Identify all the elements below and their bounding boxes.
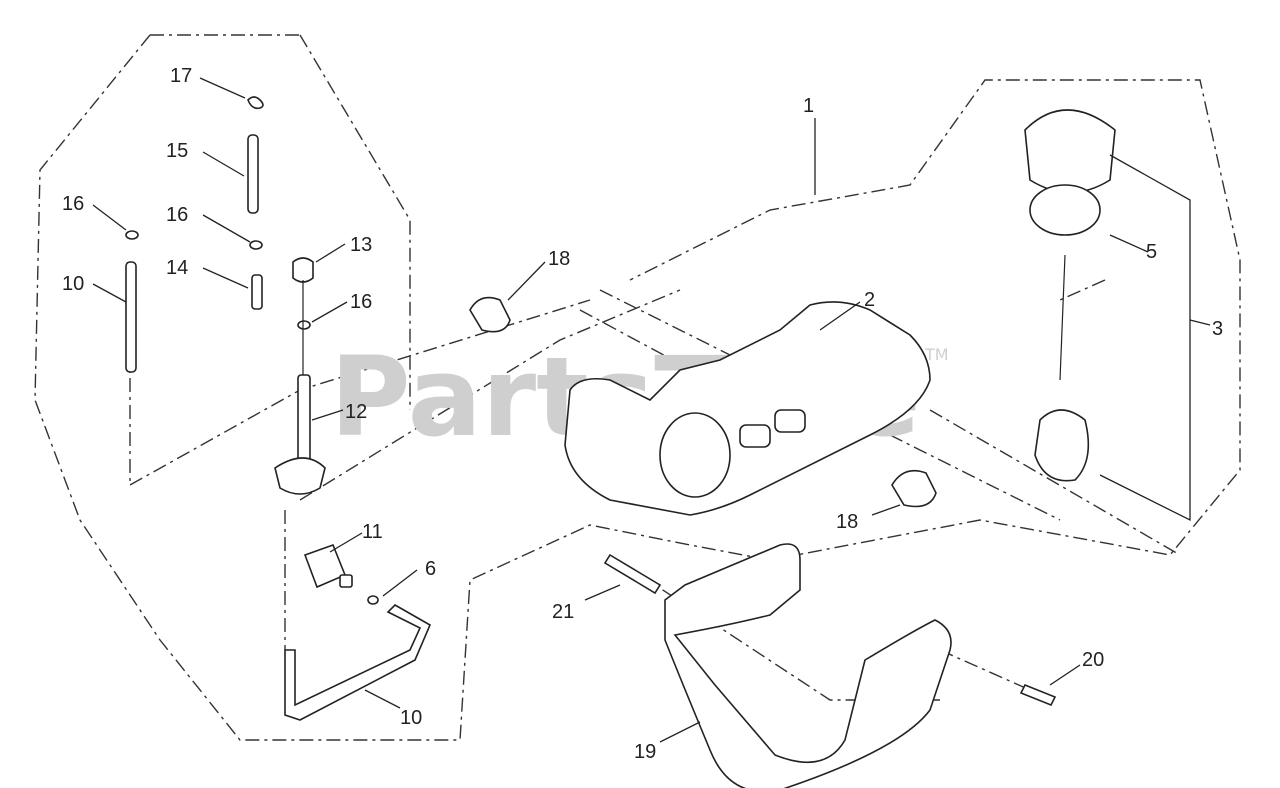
leader-20 xyxy=(1049,664,1081,686)
leader-18a xyxy=(507,261,546,301)
part-14-fitting xyxy=(251,274,263,310)
leader-13 xyxy=(315,243,346,263)
explode-line xyxy=(599,289,1061,521)
part-16-oring xyxy=(367,595,379,605)
callout-20: 20 xyxy=(1082,649,1104,671)
callout-12: 12 xyxy=(345,401,367,423)
leader-3-bracket xyxy=(1099,154,1191,522)
callout-18a: 18 xyxy=(548,248,570,270)
explode-line xyxy=(299,289,681,501)
part-2-fuel-tank xyxy=(564,301,931,516)
part-12-grommet xyxy=(274,457,326,495)
part-10-fuel-line xyxy=(125,261,137,373)
callout-14: 14 xyxy=(166,257,188,279)
leader-18b xyxy=(871,504,901,516)
leader-16c xyxy=(311,301,348,323)
callout-1: 1 xyxy=(803,95,814,117)
part-18-grommet xyxy=(469,296,511,333)
callout-10b: 10 xyxy=(400,707,422,729)
leader-16a xyxy=(92,204,127,231)
part-12-tube xyxy=(297,374,311,466)
part-11-primer xyxy=(303,543,347,589)
part-3-strainer xyxy=(1034,409,1090,482)
leader-6 xyxy=(382,569,418,597)
leader-11 xyxy=(329,532,363,553)
callout-15: 15 xyxy=(166,140,188,162)
leader-5 xyxy=(1109,234,1149,253)
callout-3: 3 xyxy=(1212,318,1223,340)
part-11-nozzle xyxy=(339,574,353,588)
callout-17: 17 xyxy=(170,65,192,87)
part-2-filler-neck xyxy=(659,412,731,498)
leader-15 xyxy=(202,151,245,177)
part-2-fitting xyxy=(739,424,771,448)
part-13-filter xyxy=(292,257,314,283)
callout-5: 5 xyxy=(1146,241,1157,263)
callout-21: 21 xyxy=(552,601,574,623)
explode-line xyxy=(1059,279,1106,301)
callout-10a: 10 xyxy=(62,273,84,295)
leader-19 xyxy=(659,721,701,743)
part-3-tether xyxy=(1059,254,1066,381)
part-3-gasket xyxy=(1029,184,1101,236)
leader-10b xyxy=(364,689,401,709)
callout-18b: 18 xyxy=(836,511,858,533)
part-17-clip xyxy=(247,96,264,110)
part-3-cap xyxy=(1024,109,1116,194)
assembly-boundary xyxy=(34,34,1241,741)
watermark-trademark: TM xyxy=(924,345,949,364)
callout-6: 6 xyxy=(425,558,436,580)
callout-16c: 16 xyxy=(350,291,372,313)
part-20-bolt xyxy=(1019,683,1057,707)
part-16-oring xyxy=(125,230,139,240)
explode-line xyxy=(939,649,1031,691)
part-18-grommet xyxy=(891,469,937,508)
explode-line xyxy=(929,409,1181,556)
callout-16b: 16 xyxy=(166,204,188,226)
part-16-oring xyxy=(249,240,263,250)
leader-21 xyxy=(584,584,621,601)
part-10-return-line xyxy=(284,604,432,721)
callout-19: 19 xyxy=(634,741,656,763)
part-16-oring xyxy=(297,320,311,330)
part-2-fitting xyxy=(774,409,806,433)
part-15-tube xyxy=(247,134,259,214)
leader-17 xyxy=(199,77,246,99)
callout-2: 2 xyxy=(864,289,875,311)
leader-16b xyxy=(202,214,251,243)
leader-14 xyxy=(202,267,249,289)
leader-12 xyxy=(311,409,344,421)
part-21-bolt xyxy=(603,553,662,595)
callout-11: 11 xyxy=(362,521,383,543)
leader-3 xyxy=(1189,319,1211,326)
leader-2 xyxy=(819,301,861,331)
leader-10a xyxy=(92,283,127,303)
callout-13: 13 xyxy=(350,234,372,256)
callout-16a: 16 xyxy=(62,193,84,215)
part-19-bracket xyxy=(664,543,952,788)
